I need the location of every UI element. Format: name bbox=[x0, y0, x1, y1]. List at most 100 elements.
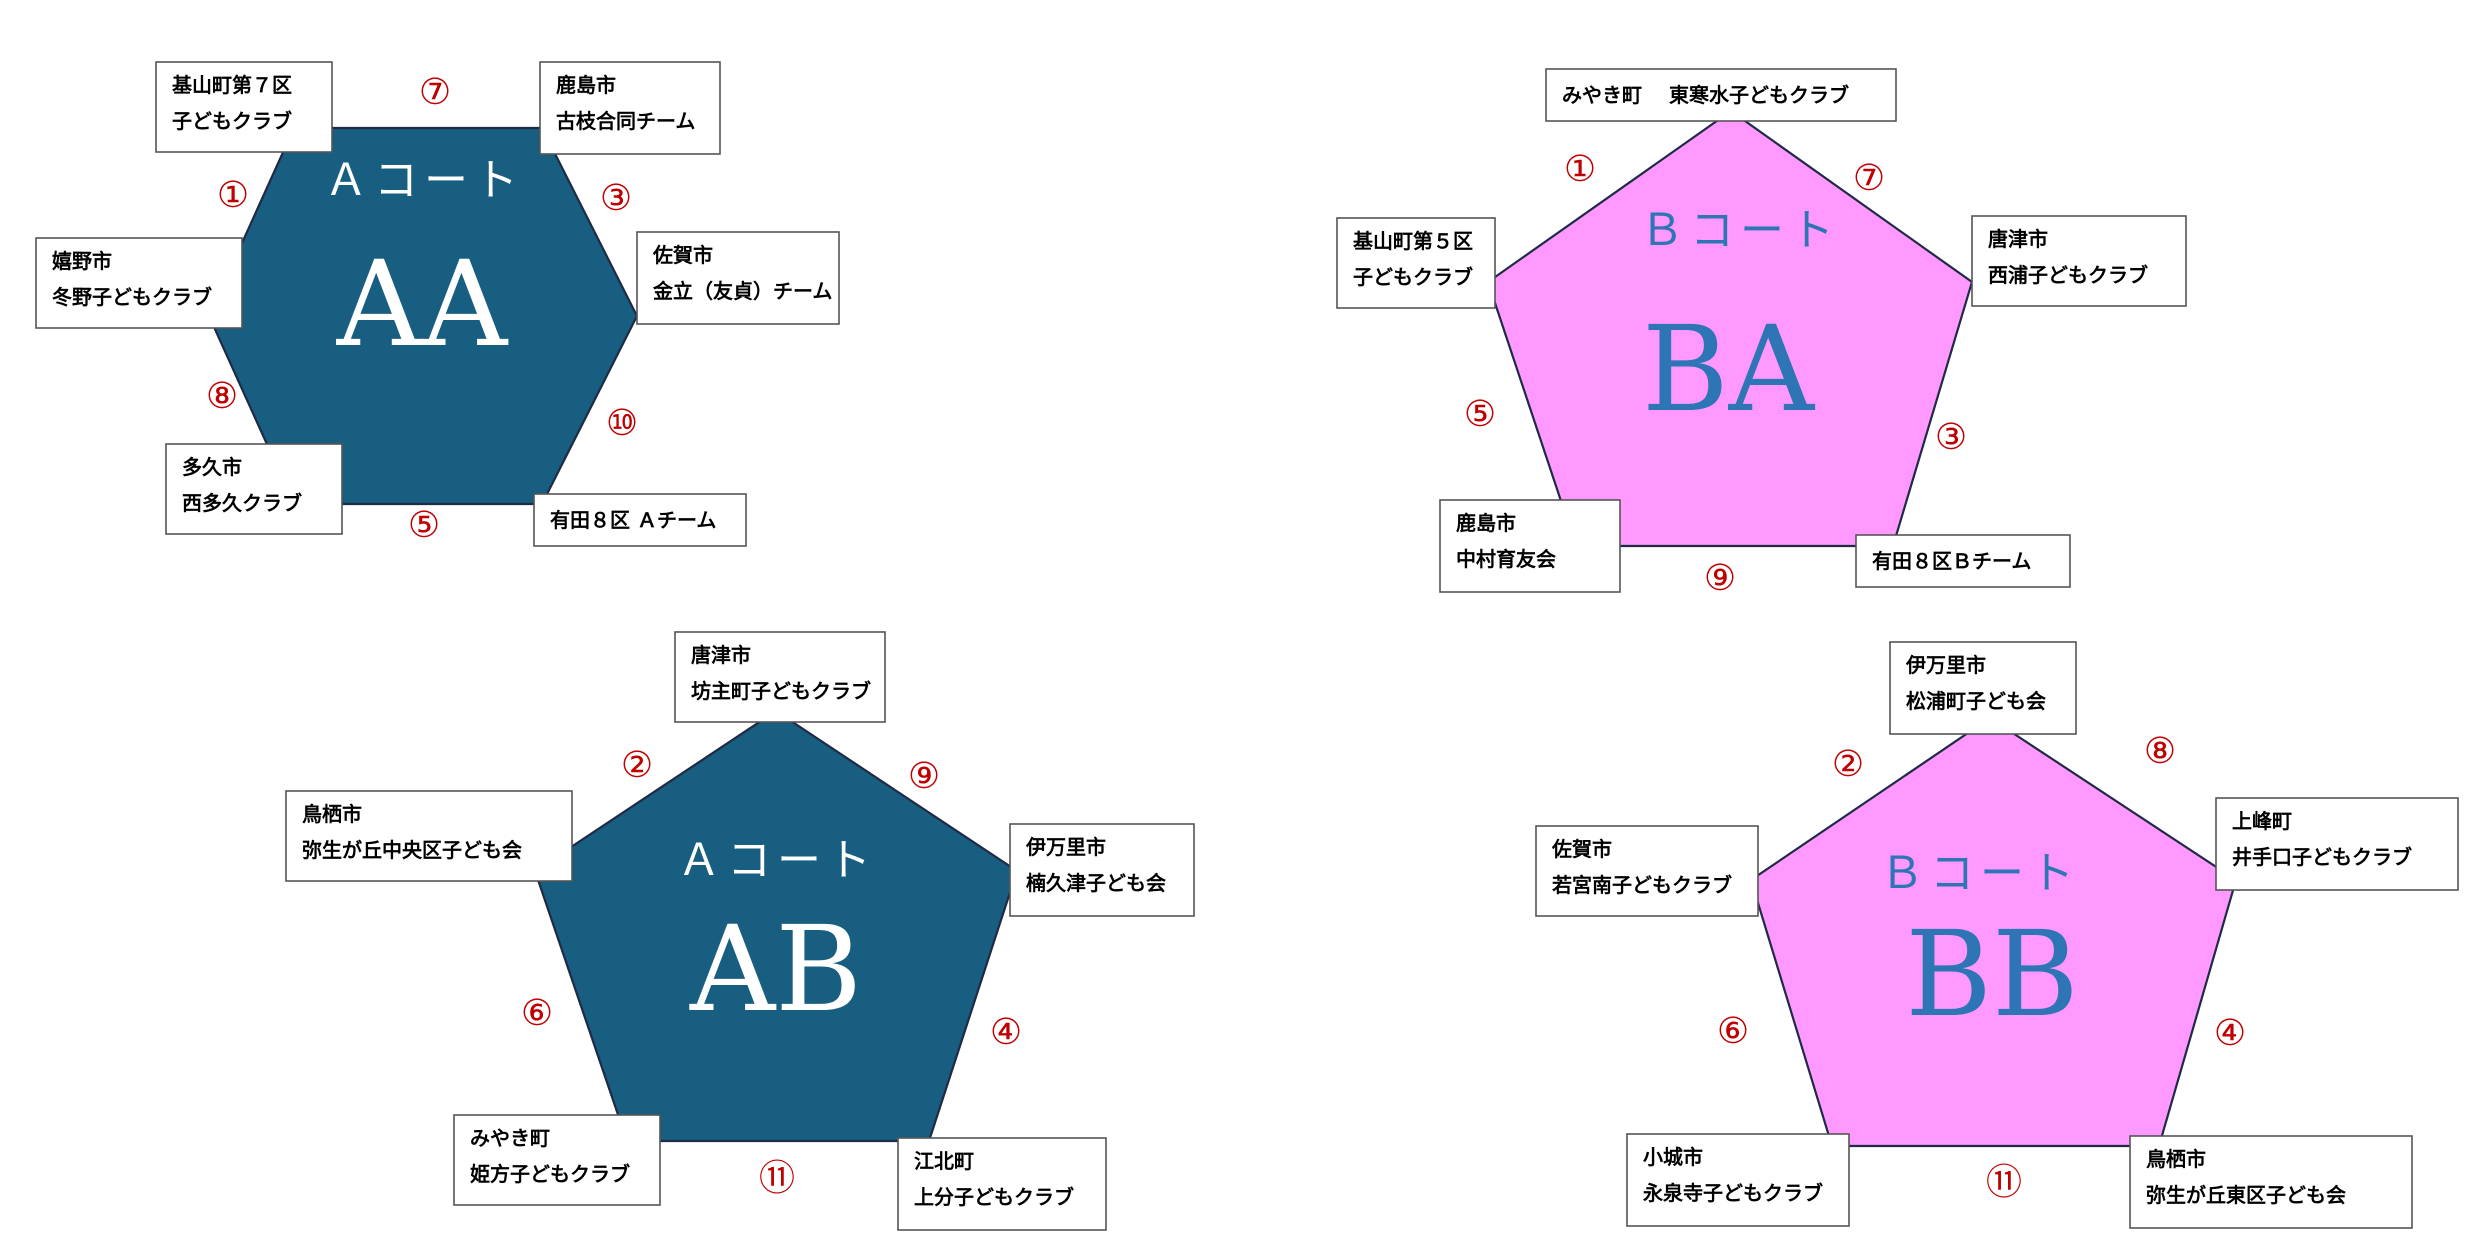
team-name-line-1: みやき町 東寒水子どもクラブ bbox=[1562, 83, 1849, 107]
team-name-line-1: 嬉野市 bbox=[52, 249, 112, 273]
team-name-line-1: 佐賀市 bbox=[1551, 837, 1612, 861]
court-code: BB bbox=[1905, 905, 2078, 1043]
match-number: ⑪ bbox=[1986, 1162, 2022, 1203]
team-name-line-1: 小城市 bbox=[1643, 1145, 1703, 1169]
team-name-line-1: 伊万里市 bbox=[1905, 653, 1986, 677]
team-box-frame bbox=[533, 493, 747, 547]
team-name-line-2: 古枝合同チーム bbox=[556, 109, 695, 133]
team-name-line-1: みやき町 bbox=[470, 1126, 550, 1150]
match-number: ⑪ bbox=[759, 1158, 795, 1199]
team-name-line-1: 鳥栖市 bbox=[302, 802, 362, 826]
court-bb-pentagon bbox=[1749, 716, 2238, 1148]
team-box-frame bbox=[453, 1114, 661, 1206]
team-box-frame bbox=[165, 443, 343, 535]
team-name-line-1: 江北町 bbox=[914, 1149, 974, 1173]
match-number: ⑨ bbox=[908, 756, 940, 797]
team-name-line-1: 鹿島市 bbox=[1456, 511, 1516, 535]
match-number: ① bbox=[1564, 149, 1596, 190]
team-name-line-1: 伊万里市 bbox=[1025, 835, 1106, 859]
team-name-line-2: 金立（友貞）チーム bbox=[652, 279, 832, 303]
team-name-line-2: 姫方子どもクラブ bbox=[470, 1162, 630, 1186]
court-label: Ｂコート bbox=[1640, 205, 1840, 256]
team-name-line-2: 松浦町子ども会 bbox=[1906, 689, 2046, 713]
team-box-frame bbox=[674, 631, 886, 723]
court-label: Ｂコート bbox=[1880, 848, 2080, 899]
team-box-frame bbox=[2215, 797, 2459, 891]
team-box-frame bbox=[1626, 1133, 1850, 1227]
team-box-frame bbox=[1545, 68, 1897, 122]
court-code: AB bbox=[689, 900, 862, 1038]
match-number: ⑦ bbox=[1853, 158, 1885, 199]
match-number: ⑨ bbox=[1704, 558, 1736, 599]
team-name-line-2: 子どもクラブ bbox=[172, 109, 292, 133]
team-box-frame bbox=[636, 231, 840, 325]
team-name-line-2: 西浦子どもクラブ bbox=[1988, 263, 2148, 287]
team-box: 有田８区Ｂチーム bbox=[1855, 534, 2071, 588]
match-number: ⑩ bbox=[606, 403, 638, 444]
team-name-line-2: 楠久津子ども会 bbox=[1026, 871, 1166, 895]
team-box-frame bbox=[1009, 823, 1195, 917]
team-name-line-2: 子どもクラブ bbox=[1353, 265, 1473, 289]
team-name-line-1: 唐津市 bbox=[691, 643, 751, 667]
match-number: ③ bbox=[1935, 417, 1967, 458]
team-name-line-2: 弥生が丘東区子ども会 bbox=[2146, 1183, 2346, 1207]
team-name-line-1: 基山町第７区 bbox=[172, 73, 292, 97]
team-box-frame bbox=[1336, 217, 1496, 309]
team-box-frame bbox=[1535, 825, 1759, 917]
team-name-line-2: 永泉寺子どもクラブ bbox=[1642, 1181, 1823, 1205]
team-box-frame bbox=[539, 61, 721, 155]
team-name-line-2: 井手口子どもクラブ bbox=[2232, 845, 2412, 869]
team-name-line-1: 基山町第５区 bbox=[1353, 229, 1473, 253]
court-label: Ａコート bbox=[677, 835, 877, 886]
team-name-line-1: 上峰町 bbox=[2232, 809, 2292, 833]
team-box-frame bbox=[1971, 215, 2187, 307]
court-ba-pentagon bbox=[1486, 109, 1974, 548]
team-name-line-2: 弥生が丘中央区子ども会 bbox=[302, 838, 522, 862]
team-name-line-1: 鳥栖市 bbox=[2146, 1147, 2206, 1171]
team-box: みやき町 東寒水子どもクラブ bbox=[1545, 68, 1897, 122]
team-box-frame bbox=[897, 1137, 1107, 1231]
team-box-frame bbox=[285, 790, 573, 882]
team-name-line-2: 西多久クラブ bbox=[182, 491, 302, 515]
match-number: ④ bbox=[990, 1012, 1022, 1053]
match-number: ① bbox=[217, 175, 249, 216]
match-number: ⑥ bbox=[1717, 1011, 1749, 1052]
team-name-line-2: 冬野子どもクラブ bbox=[52, 285, 212, 309]
team-name-line-1: 鹿島市 bbox=[556, 73, 616, 97]
team-name-line-2: 中村育友会 bbox=[1456, 547, 1556, 571]
team-box-frame bbox=[35, 237, 243, 329]
team-box-frame bbox=[155, 61, 333, 153]
court-label: Ａコート bbox=[324, 155, 524, 206]
court-code: BA bbox=[1642, 300, 1816, 438]
team-name-line-1: 多久市 bbox=[182, 455, 242, 479]
match-number: ② bbox=[1832, 744, 1864, 785]
court-aa: ＡコートAA基山町第７区子どもクラブ鹿島市古枝合同チーム嬉野市冬野子どもクラブ佐… bbox=[35, 61, 840, 547]
team-name-line-1: 有田８区Ｂチーム bbox=[1872, 549, 2031, 573]
match-number: ⑧ bbox=[2144, 731, 2176, 772]
match-number: ⑦ bbox=[419, 72, 451, 113]
match-number: ③ bbox=[600, 178, 632, 219]
match-number: ② bbox=[621, 745, 653, 786]
match-number: ⑥ bbox=[521, 993, 553, 1034]
team-box-frame bbox=[1439, 499, 1621, 593]
team-name-line-1: 唐津市 bbox=[1988, 227, 2048, 251]
team-name-line-2: 上分子どもクラブ bbox=[914, 1185, 1074, 1209]
court-ab-pentagon bbox=[533, 709, 1019, 1143]
team-box: 有田８区 Ａチーム bbox=[533, 493, 747, 547]
